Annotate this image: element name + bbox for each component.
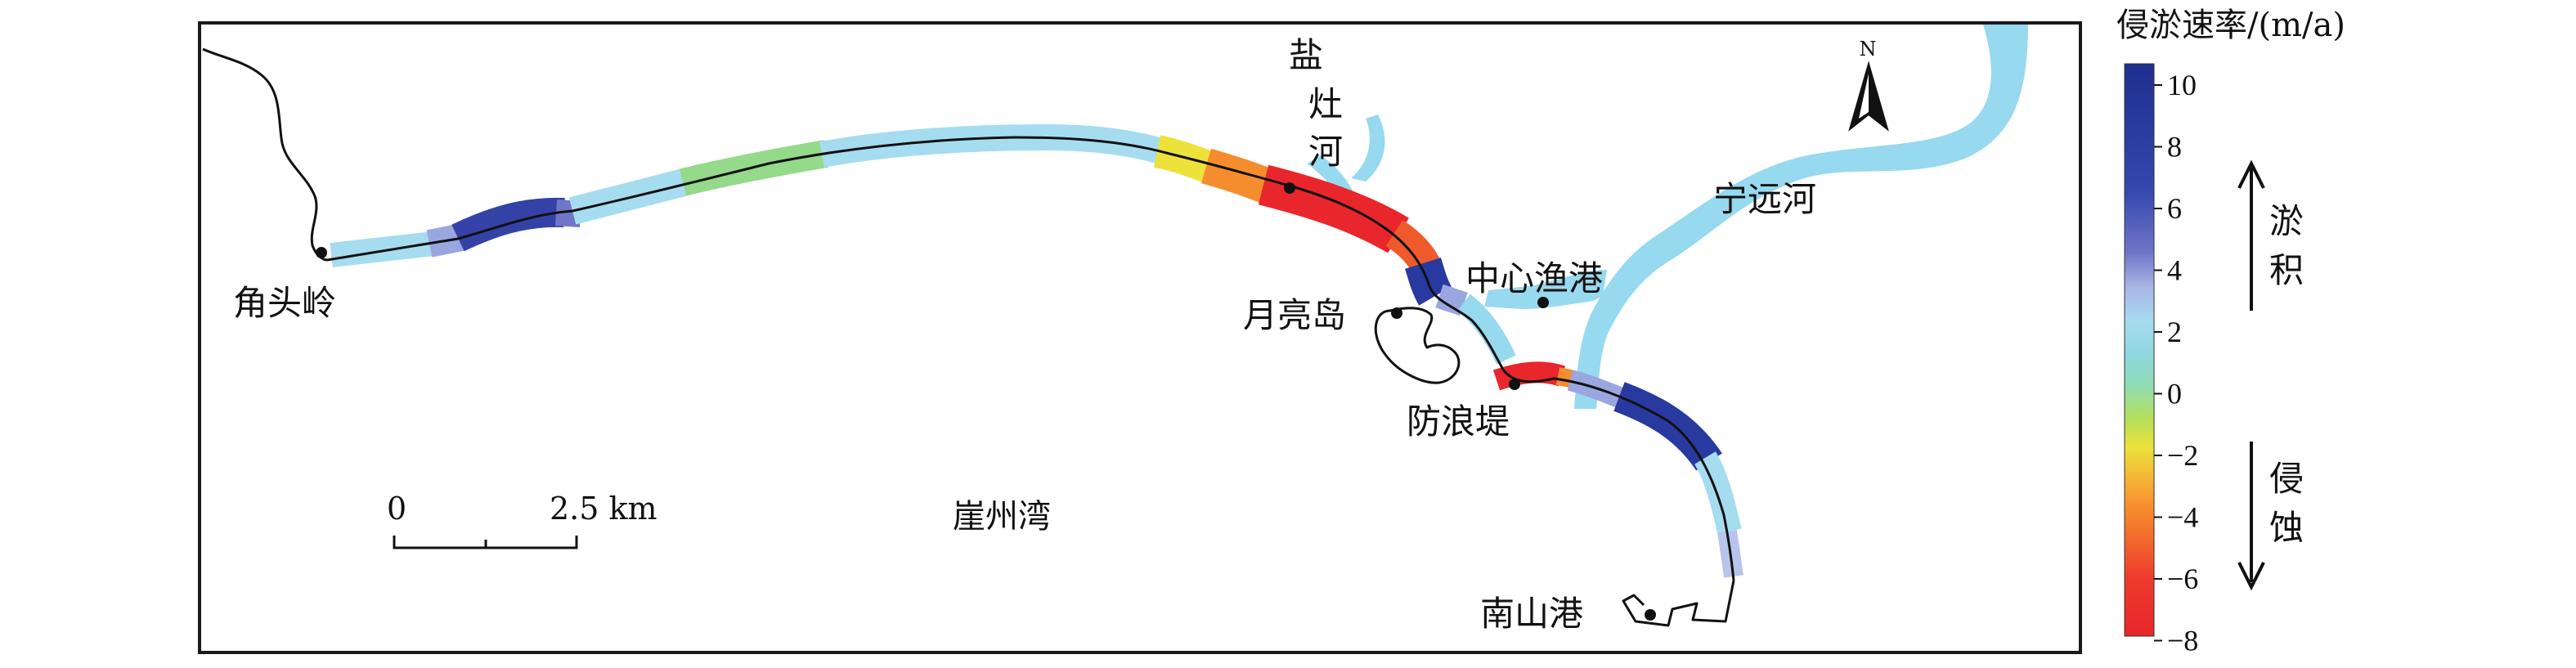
label-nanshangang: 南山港 [1480,594,1583,634]
scale-bar-line [393,536,578,549]
label-yanzao-char-2: 灶 [1308,84,1343,124]
north-arrow: N [1848,38,1889,132]
colorbar-tick-label: −2 [2167,439,2198,472]
label-ningyuanhe: 宁远河 [1713,179,1816,219]
label-yanzao-char-3: 河 [1308,132,1343,172]
band-lavender-east [1435,284,1468,316]
scale-end-label: 2.5 km [550,491,657,527]
map-frame [198,21,2082,654]
colorbar-ticks: 10 8 6 4 2 0 −2 −4 −6 −8 [2154,69,2198,657]
erosion-char-2: 蚀 [2269,508,2304,548]
label-zhongxin: 中心渔港 [1465,258,1603,298]
band-south-light [1694,451,1742,535]
deposition-char-2: 积 [2269,250,2304,290]
legend: 侵淤速率/(m/a) 10 8 6 4 2 0 −2 −4 −6 −8 淤 积 侵 蚀 [2116,7,2345,657]
erosion-char-1: 侵 [2269,459,2304,499]
label-yazhouwan: 崖州湾 [953,498,1051,536]
dot-yanzaohe [1284,182,1295,194]
colorbar-tick-label: 2 [2167,316,2182,348]
colorbar-tick-label: −8 [2167,625,2198,657]
dot-yueliangdao [1391,307,1402,319]
dot-nanshangang [1645,609,1656,621]
colorbar-tick-label: 10 [2167,69,2197,101]
location-dots [316,182,1656,621]
deposition-char-1: 淤 [2269,201,2304,241]
label-yanzao-char-1: 盐 [1289,35,1323,75]
band-breakwater-red [1492,361,1565,391]
band-cyan-channel [1456,294,1516,365]
north-label: N [1860,38,1877,61]
colorbar-tick-label: 6 [2167,192,2182,225]
yanzao-river-upper [1351,114,1385,182]
dot-zhongxin [1537,297,1549,308]
colorbar-tick-label: −4 [2167,501,2198,534]
place-labels: 角头岭 盐 灶 河 月亮岛 中心渔港 宁远河 防浪堤 崖州湾 南山港 [233,35,1816,634]
band-orange [1201,148,1275,204]
colorbar [2124,63,2155,637]
colorbar-tick-label: −6 [2167,563,2198,595]
erosion-arrow-icon [2237,442,2265,591]
label-yueliangdao: 月亮岛 [1243,295,1346,335]
dot-jiaotouling [316,247,327,258]
label-fanglangdi: 防浪堤 [1407,401,1510,442]
dot-fanglangdi [1509,379,1520,390]
colorbar-tick-label: 0 [2167,378,2182,410]
yueliang-island [1374,307,1461,384]
north-arrow-inner [1859,74,1869,119]
nanshan-pier [1622,580,1735,627]
deposition-arrow-icon [2237,159,2265,311]
legend-title: 侵淤速率/(m/a) [2116,7,2345,44]
colorbar-tick-label: 8 [2167,131,2182,164]
scale-bar: 0 2.5 km [387,491,657,549]
shoreline-west [202,47,328,262]
label-jiaotouling: 角头岭 [233,283,336,323]
scale-start-label: 0 [387,491,406,527]
zhongxin-harbour-water [1484,270,1607,309]
colorbar-tick-label: 4 [2167,254,2182,287]
